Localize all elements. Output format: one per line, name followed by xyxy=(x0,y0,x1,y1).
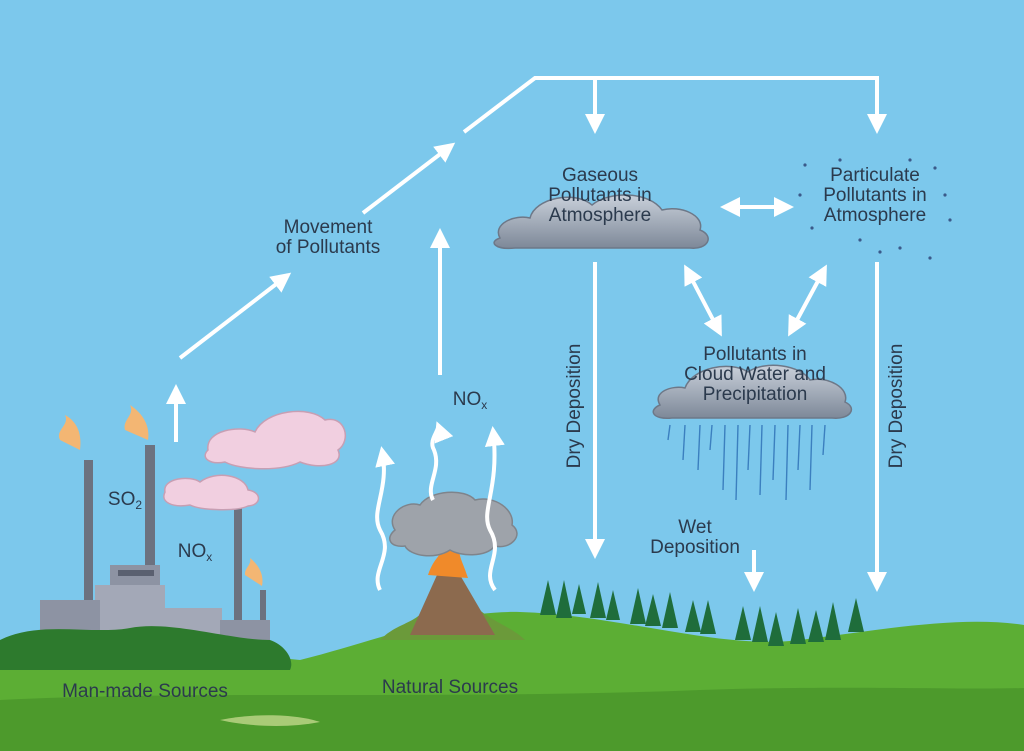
gaseous-cloud xyxy=(493,194,709,250)
gaseous-label-line3: Atmosphere xyxy=(548,205,652,226)
volcano xyxy=(380,491,525,640)
movement-arrow-lower xyxy=(178,272,292,360)
movement-label: Movement of Pollutants xyxy=(258,218,398,258)
nox-factory-label: NOx xyxy=(170,542,220,567)
gaseous-label: Gaseous Pollutants in Atmosphere xyxy=(520,166,680,226)
dry-deposition-right-label: Dry Deposition xyxy=(886,343,907,469)
wavy-arrow-3 xyxy=(484,426,505,592)
movement-label-line1: Movement xyxy=(283,217,373,238)
precipitation-cloud xyxy=(652,364,853,419)
cloud-water-label-line3: Precipitation xyxy=(702,384,808,405)
wavy-arrow-1 xyxy=(375,446,395,591)
gaseous-label-line1: Gaseous xyxy=(561,165,639,186)
cloud-water-label-line1: Pollutants in xyxy=(703,344,807,365)
ground-foreground xyxy=(0,687,1024,751)
top-path-to-particulate xyxy=(595,76,887,134)
cloud-water-label: Pollutants in Cloud Water and Precipitat… xyxy=(670,345,840,405)
nox-factory-subscript: x xyxy=(206,550,213,564)
so2-subscript: 2 xyxy=(135,498,143,512)
man-made-label: Man-made Sources xyxy=(62,681,228,702)
wet-deposition-label-line2: Deposition xyxy=(650,537,740,558)
cloud-water-label-line2: Cloud Water and xyxy=(684,364,826,385)
so2-text: SO xyxy=(107,489,136,510)
particulate-cloudwater-arrow xyxy=(788,264,827,337)
movement-arrow-upper xyxy=(361,142,456,215)
top-path-to-gaseous xyxy=(462,76,605,134)
particulate-label-line2: Pollutants in xyxy=(823,185,927,206)
particulate-label-line1: Particulate xyxy=(830,165,920,186)
nox-volcano-label: NOx xyxy=(445,390,495,415)
flow-arrows xyxy=(166,76,887,592)
forest xyxy=(540,580,864,646)
particulate-label-line3: Atmosphere xyxy=(823,205,927,226)
factory-bushes xyxy=(0,626,292,670)
wet-deposition-label: Wet Deposition xyxy=(640,518,750,558)
wavy-arrow-2 xyxy=(428,421,454,501)
movement-label-line2: of Pollutants xyxy=(275,237,381,258)
particulate-dots xyxy=(798,158,952,260)
pink-cloud-small xyxy=(163,474,260,511)
particulate-label: Particulate Pollutants in Atmosphere xyxy=(800,166,950,226)
nox-volcano-subscript: x xyxy=(481,398,488,412)
so2-label: SO2 xyxy=(100,490,150,515)
nox-factory-text: NO xyxy=(177,541,207,562)
pink-cloud-large xyxy=(204,410,347,470)
wet-deposition-label-line1: Wet xyxy=(678,517,712,538)
gaseous-cloudwater-arrow xyxy=(684,264,722,337)
dry-deposition-left-label: Dry Deposition xyxy=(564,343,585,469)
nox-volcano-text: NO xyxy=(452,389,482,410)
rain xyxy=(667,424,826,501)
gaseous-label-line2: Pollutants in xyxy=(548,185,652,206)
natural-label: Natural Sources xyxy=(381,677,519,698)
